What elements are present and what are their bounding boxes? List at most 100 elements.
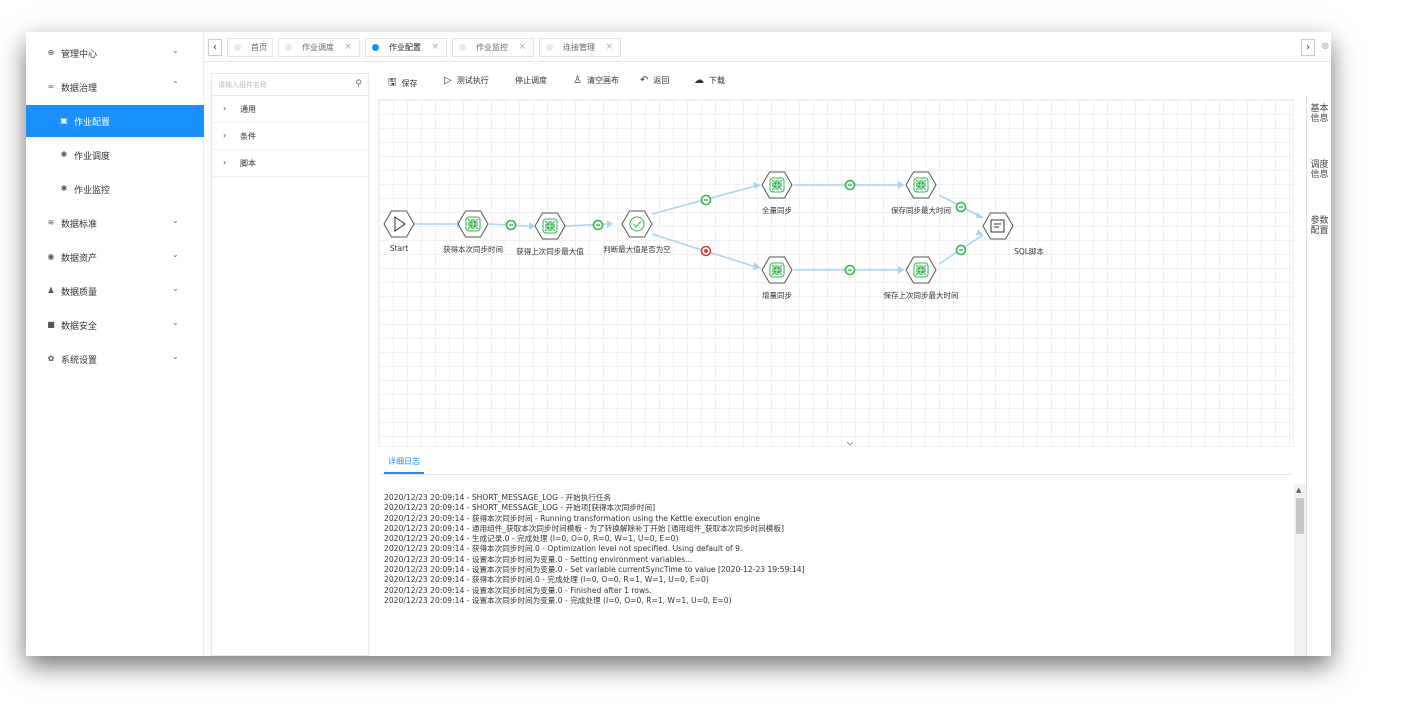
target-icon: ◉ [47, 252, 55, 261]
tab-job-config[interactable]: 作业配置 × [365, 38, 447, 57]
palette-group-general[interactable]: › 通用 [212, 96, 368, 123]
sidebar-item-label: 数据治理 [61, 84, 98, 94]
start-node [383, 210, 415, 238]
app-window: ⊕ 管理中心 ⌄ ∞ 数据治理 ⌃ ▣ 作业配置 ✱ 作业调度 ✱ 作业监控 ≋… [26, 32, 1331, 656]
node-label-save-max-time: 保存同步最大时间 [891, 206, 951, 215]
globe-icon: ⊕ [47, 48, 55, 57]
tab-job-schedule[interactable]: 作业调度 × [278, 38, 360, 57]
error-circle-icon [700, 245, 712, 257]
search-icon[interactable]: ⚲ [355, 79, 362, 89]
close-icon[interactable]: × [605, 42, 613, 52]
flow-canvas[interactable]: Start 获得本次同步时间 获得上次同步最大值 判断最大值是否为空 全量同步 … [378, 99, 1294, 447]
sidebar-item-data-standard[interactable]: ≋ 数据标准 ⌄ [26, 207, 204, 239]
hop-status-icons [505, 179, 967, 276]
chevron-down-icon: ⌄ [172, 352, 179, 361]
cloud-download-icon: ☁ [694, 75, 704, 86]
transform-node-get-last-max [534, 212, 566, 240]
chevron-down-icon: ⌄ [172, 318, 179, 327]
clear-canvas-label: 清空画布 [586, 76, 619, 85]
close-icon[interactable]: × [431, 42, 439, 52]
stop-schedule-button[interactable]: 停止调度 [515, 75, 547, 86]
save-button[interactable]: 🖫保存 [388, 75, 418, 92]
sidebar-item-data-security[interactable]: ■ 数据安全 ⌄ [26, 309, 204, 341]
sidebar-item-label: 数据安全 [61, 322, 98, 332]
chevron-left-icon: ‹ [213, 42, 217, 53]
transform-node-full-sync [761, 171, 793, 199]
arrow-head [753, 262, 761, 270]
download-button[interactable]: ☁下载 [694, 75, 725, 86]
sidebar-item-job-schedule[interactable]: ✱ 作业调度 [26, 139, 204, 171]
stack-icon: ≋ [47, 218, 55, 227]
sidebar-item-label: 系统设置 [61, 356, 98, 366]
check-circle-icon [955, 244, 967, 256]
tab-schedule-info[interactable]: 调度信息 [1310, 160, 1329, 180]
tab-scroll-right-button[interactable]: › [1301, 39, 1315, 56]
component-palette: 请输入组件名称 ⚲ › 通用 › 条件 › 脚本 [211, 73, 369, 656]
log-line: 2020/12/23 20:09:14 - 设置本次同步时间为变量.0 - Se… [384, 554, 693, 564]
play-icon [394, 216, 406, 232]
tab-connection-manage[interactable]: 连接管理 × [539, 38, 621, 57]
sidebar-item-label: 作业调度 [74, 152, 111, 162]
tab-job-monitor[interactable]: 作业监控 × [452, 38, 534, 57]
back-label: 返回 [653, 76, 670, 85]
test-run-button[interactable]: ▷测试执行 [444, 75, 489, 86]
node-label-start: Start [389, 244, 409, 253]
check-circle-icon [955, 201, 967, 213]
tab-label: 连接管理 [563, 43, 595, 52]
transform-node-save-max-time [905, 171, 937, 199]
palette-group-script[interactable]: › 脚本 [212, 150, 368, 177]
broom-icon: ♙ [573, 75, 582, 86]
chevron-up-icon: ⌃ [172, 80, 179, 89]
log-scrollbar[interactable]: ▲ [1294, 484, 1306, 656]
tab-status-dot [285, 44, 292, 51]
sidebar-item-label: 数据质量 [61, 288, 98, 298]
log-line: 2020/12/23 20:09:14 - 获得本次同步时间 - Running… [384, 513, 761, 523]
tab-label: 作业监控 [476, 43, 508, 52]
component-search-input[interactable]: 请输入组件名称 ⚲ [212, 74, 368, 96]
tab-basic-info[interactable]: 基本信息 [1310, 104, 1329, 124]
close-icon[interactable]: × [518, 42, 526, 52]
palette-group-condition[interactable]: › 条件 [212, 123, 368, 150]
check-circle-icon [844, 264, 856, 276]
palette-group-label: 通用 [240, 105, 256, 114]
sidebar-item-data-quality[interactable]: ♟ 数据质量 ⌄ [26, 275, 204, 307]
sidebar-item-label: 作业监控 [74, 186, 111, 196]
arrow-head [607, 220, 613, 228]
log-line: 2020/12/23 20:09:14 - 获得本次同步时间.0 - 完成处理 … [384, 575, 709, 585]
clear-canvas-button[interactable]: ♙ 清空画布 [573, 75, 619, 86]
check-circle-icon [844, 179, 856, 191]
node-label-check-null: 判断最大值是否为空 [603, 245, 671, 254]
settings-icon: ✿ [47, 354, 55, 363]
sidebar-item-data-governance[interactable]: ∞ 数据治理 ⌃ [26, 71, 204, 103]
check-circle-icon [505, 219, 517, 231]
close-icon[interactable]: × [344, 42, 352, 52]
tab-scroll-left-button[interactable]: ‹ [208, 39, 222, 56]
tab-param-config[interactable]: 参数配置 [1310, 216, 1329, 236]
divider [378, 474, 1294, 475]
tab-detail-log[interactable]: 详细日志 [384, 450, 424, 474]
tab-status-dot [372, 44, 379, 51]
tab-home[interactable]: 首页 [227, 38, 273, 57]
transform-node-get-sync-time [457, 210, 489, 238]
log-content: 2020/12/23 20:09:14 - SHORT_MESSAGE_LOG … [384, 493, 1284, 606]
tab-status-dot [234, 44, 241, 51]
log-line: 2020/12/23 20:09:14 - 设置本次同步时间为变量.0 - Se… [384, 565, 805, 575]
collapse-handle-icon [846, 441, 854, 446]
sidebar-item-job-monitor[interactable]: ✱ 作业监控 [26, 173, 204, 205]
close-all-icon[interactable]: ⊗ [1321, 41, 1330, 52]
sidebar-item-management-center[interactable]: ⊕ 管理中心 ⌄ [26, 37, 204, 69]
arrow-head [976, 212, 983, 218]
sidebar-item-job-config[interactable]: ▣ 作业配置 [26, 105, 204, 137]
sidebar-item-label: 管理中心 [61, 50, 98, 60]
tab-status-dot [546, 44, 553, 51]
chevron-down-icon: ⌄ [172, 46, 179, 55]
node-label-get-sync-time: 获得本次同步时间 [443, 245, 503, 254]
stop-schedule-label: 停止调度 [515, 76, 547, 85]
arrow-head [529, 222, 535, 230]
tab-status-dot [459, 44, 466, 51]
sidebar-item-data-asset[interactable]: ◉ 数据资产 ⌄ [26, 241, 204, 273]
sidebar-item-system-settings[interactable]: ✿ 系统设置 ⌄ [26, 343, 204, 375]
scroll-up-icon[interactable]: ▲ [1296, 486, 1302, 494]
scrollbar-thumb[interactable] [1296, 498, 1304, 534]
back-button[interactable]: ↶返回 [640, 75, 669, 86]
